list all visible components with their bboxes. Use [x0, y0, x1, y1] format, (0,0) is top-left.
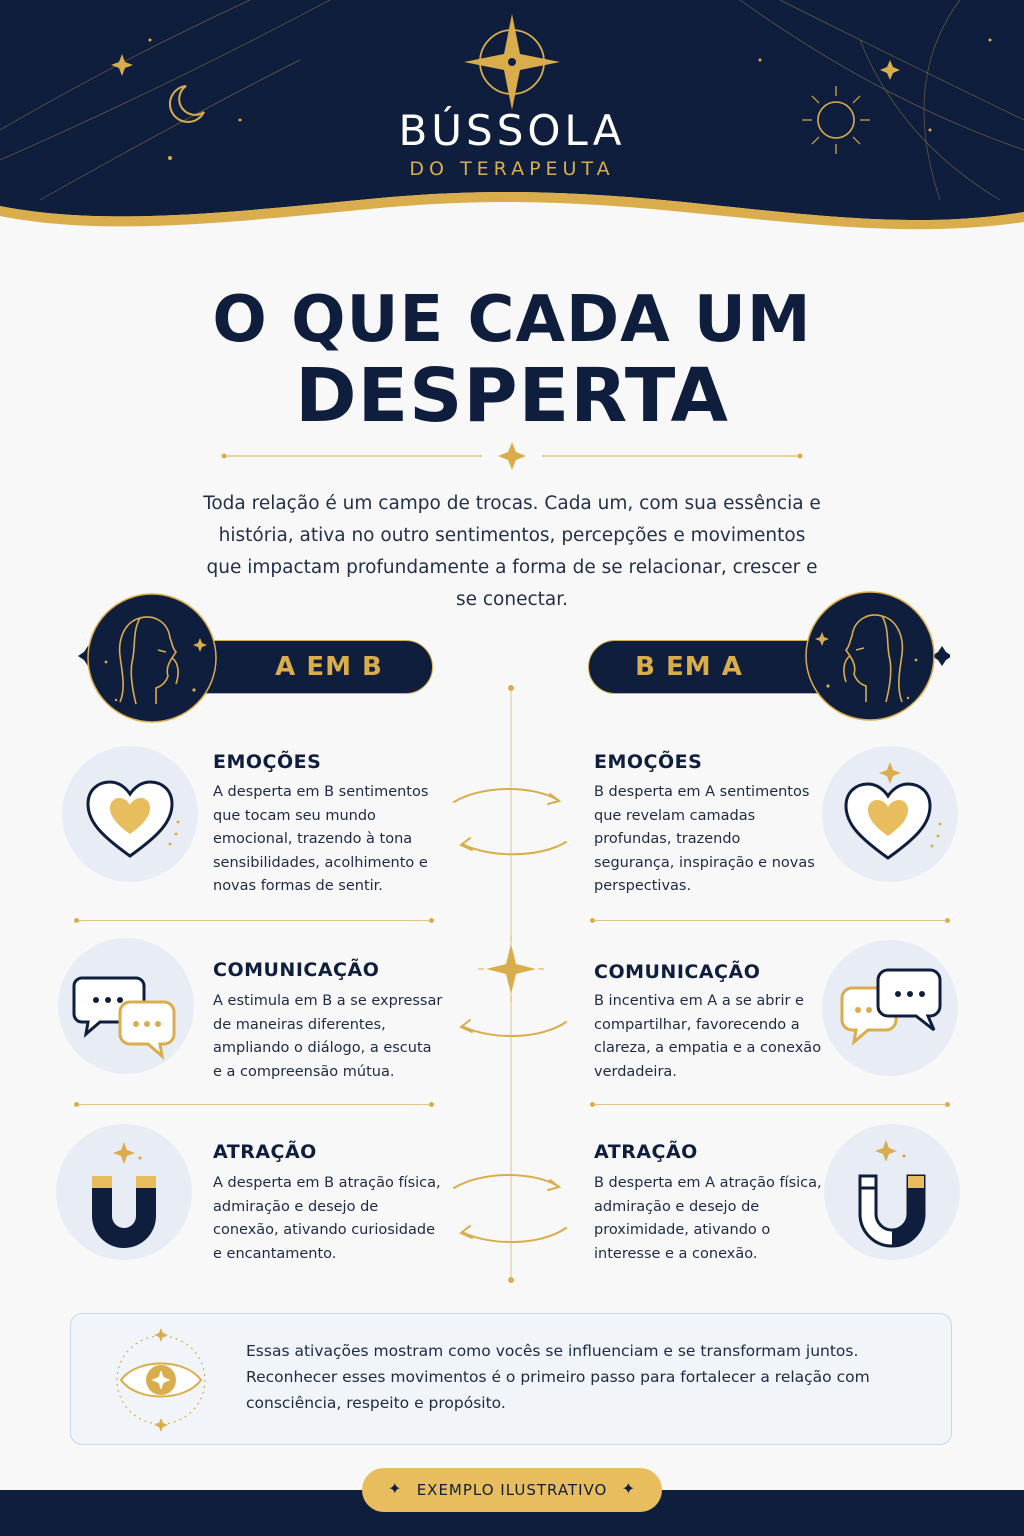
- example-badge: ✦ EXEMPLO ILUSTRATIVO ✦: [362, 1468, 662, 1512]
- left-item-title-emocoes: EMOÇÕES: [213, 751, 322, 773]
- sparkle-icon: ✦: [388, 1479, 403, 1498]
- right-item-title-emocoes: EMOÇÕES: [594, 751, 703, 773]
- header-background: [0, 0, 1024, 230]
- left-item-desc-atracao: A desperta em B atração física, admiraçã…: [213, 1175, 441, 1262]
- center-sparkle-icon: [478, 936, 544, 1002]
- page-title: O QUE CADA UM DESPERTA: [0, 282, 1024, 434]
- right-comunicacao-icon-circle: [822, 940, 958, 1076]
- moon-icon: [168, 85, 205, 123]
- header: BÚSSOLA DO TERAPEUTA: [0, 0, 1024, 250]
- page-title-line1: O QUE CADA UM: [212, 283, 812, 357]
- footer-note: Essas ativações mostram como vocês se in…: [70, 1313, 952, 1445]
- right-item-title-atracao: ATRAÇÃO: [594, 1141, 698, 1163]
- chat-bubbles-icon: [840, 968, 942, 1046]
- sparkle-icon: ✦: [621, 1479, 636, 1498]
- right-item-desc-comunicacao: B incentiva em A a se abrir e compartilh…: [594, 993, 822, 1080]
- eye-icon: [116, 1328, 206, 1432]
- right-item-desc-atracao: B desperta em A atração física, admiraçã…: [594, 1175, 822, 1262]
- right-row-divider: [590, 1102, 950, 1107]
- sun-icon: [802, 86, 870, 154]
- left-item-desc-emocoes: A desperta em B sentimentos que tocam se…: [213, 784, 429, 894]
- right-atracao-icon-circle: [824, 1124, 960, 1260]
- title-divider: [221, 442, 803, 470]
- left-item-desc-comunicacao: A estimula em B a se expressar de maneir…: [213, 993, 443, 1080]
- left-item-title-atracao: ATRAÇÃO: [213, 1141, 317, 1163]
- example-badge-label: EXEMPLO ILUSTRATIVO: [416, 1481, 608, 1499]
- right-row-divider: [590, 918, 950, 923]
- right-emocoes-icon-circle: [822, 746, 958, 882]
- compass-icon: [464, 14, 560, 110]
- left-comunicacao-icon-circle: [58, 938, 194, 1074]
- person-b-avatar-icon: [805, 591, 950, 721]
- left-atracao-icon-circle: [56, 1124, 192, 1260]
- footer-text: Essas ativações mostram como vocês se in…: [246, 1342, 870, 1412]
- brand-subtitle: DO TERAPEUTA: [409, 158, 615, 180]
- left-row-divider: [74, 918, 434, 923]
- right-item-title-comunicacao: COMUNICAÇÃO: [594, 961, 761, 983]
- heart-icon: [844, 762, 942, 860]
- intro-text: Toda relação é um campo de trocas. Cada …: [203, 493, 821, 610]
- left-emocoes-icon-circle: [62, 746, 198, 882]
- magnet-icon: [858, 1140, 926, 1248]
- sparkle-icon: [498, 442, 526, 470]
- label-a-em-b: A EM B: [175, 640, 433, 694]
- left-row-divider: [74, 1102, 434, 1107]
- brand-title: BÚSSOLA: [398, 106, 626, 155]
- chat-bubbles-icon: [72, 976, 176, 1060]
- page-title-line2: DESPERTA: [295, 353, 729, 439]
- person-a-avatar-icon: [78, 593, 217, 723]
- right-item-desc-emocoes: B desperta em A sentimentos que revelam …: [594, 784, 815, 894]
- heart-icon: [86, 780, 180, 858]
- magnet-icon: [92, 1142, 156, 1248]
- left-item-title-comunicacao: COMUNICAÇÃO: [213, 959, 380, 981]
